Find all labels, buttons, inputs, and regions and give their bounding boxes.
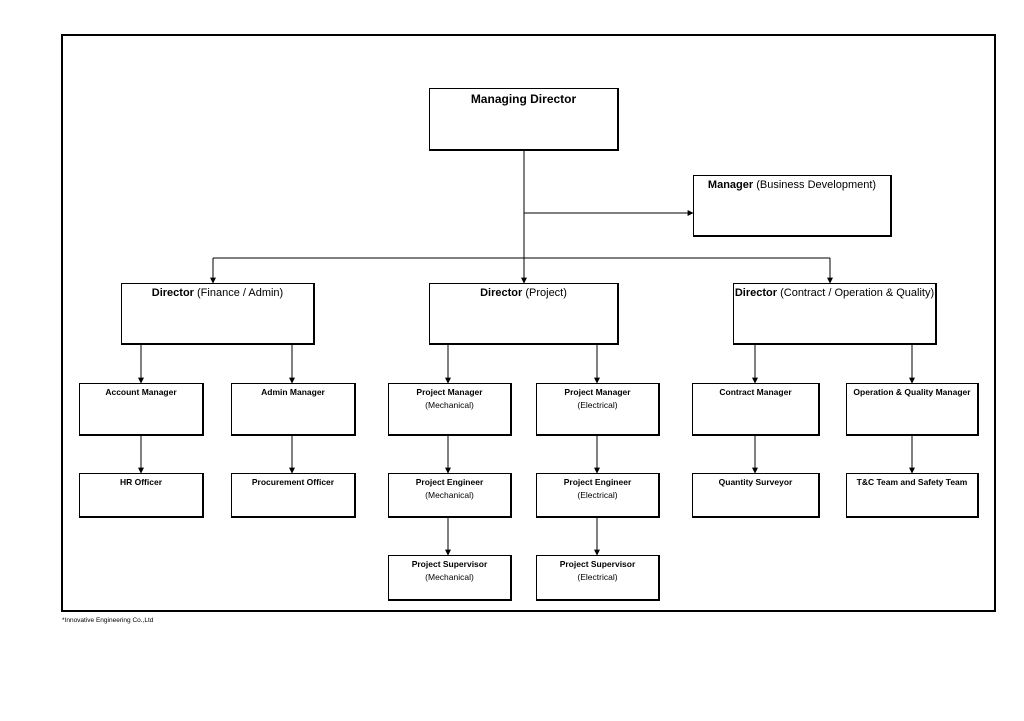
- diagram-frame: [61, 34, 996, 612]
- node-director-contract-operation-quality: Director (Contract / Operation & Quality…: [733, 283, 937, 345]
- node-title: Project Engineer: [415, 477, 484, 487]
- node-quantity-surveyor: Quantity Surveyor: [692, 473, 820, 518]
- node-procurement-officer: Procurement Officer: [231, 473, 356, 518]
- node-project-manager-mechanical: Project Manager (Mechanical): [388, 383, 512, 436]
- node-account-manager: Account Manager: [79, 383, 204, 436]
- node-title: Managing Director: [470, 92, 577, 106]
- node-project-engineer-electrical: Project Engineer (Electrical): [536, 473, 660, 518]
- node-project-manager-electrical: Project Manager (Electrical): [536, 383, 660, 436]
- node-director-project: Director (Project): [429, 283, 619, 345]
- footnote: *Innovative Engineering Co.,Ltd: [62, 617, 154, 624]
- node-title: Project Supervisor: [559, 559, 636, 569]
- node-managing-director: Managing Director: [429, 88, 619, 151]
- node-subtitle: (Contract / Operation & Quality): [780, 287, 935, 299]
- node-title: Procurement Officer: [251, 477, 335, 487]
- node-title: Project Supervisor: [411, 559, 488, 569]
- node-tc-safety-team: T&C Team and Safety Team: [846, 473, 979, 518]
- node-subtitle: (Electrical): [577, 572, 618, 582]
- node-title: Director: [480, 287, 523, 299]
- node-title: HR Officer: [119, 477, 163, 487]
- node-subtitle: (Mechanical): [425, 400, 474, 410]
- node-subtitle: (Mechanical): [425, 490, 474, 500]
- node-title: Project Manager: [564, 387, 631, 397]
- node-subtitle: (Mechanical): [425, 572, 474, 582]
- node-title: T&C Team and Safety Team: [856, 477, 968, 487]
- node-hr-officer: HR Officer: [79, 473, 204, 518]
- node-manager-business-development: Manager (Business Development): [693, 175, 892, 237]
- node-project-supervisor-mechanical: Project Supervisor (Mechanical): [388, 555, 512, 601]
- node-subtitle: (Finance / Admin): [197, 287, 284, 299]
- node-subtitle: (Project): [525, 287, 567, 299]
- node-title: Account Manager: [105, 387, 177, 397]
- node-title: Admin Manager: [261, 387, 325, 397]
- node-subtitle: (Electrical): [577, 400, 618, 410]
- node-project-engineer-mechanical: Project Engineer (Mechanical): [388, 473, 512, 518]
- node-project-supervisor-electrical: Project Supervisor (Electrical): [536, 555, 660, 601]
- node-contract-manager: Contract Manager: [692, 383, 820, 436]
- node-title: Manager: [707, 179, 754, 191]
- node-title: Director: [734, 287, 778, 299]
- node-subtitle: (Business Development): [756, 179, 877, 191]
- node-subtitle: (Electrical): [577, 490, 618, 500]
- node-title: Quantity Surveyor: [718, 477, 793, 487]
- node-title: Project Engineer: [563, 477, 632, 487]
- node-title: Project Manager: [416, 387, 483, 397]
- node-title: Contract Manager: [719, 387, 792, 397]
- node-title: Operation & Quality Manager: [853, 387, 971, 397]
- node-operation-quality-manager: Operation & Quality Manager: [846, 383, 979, 436]
- node-title: Director: [151, 287, 194, 299]
- node-director-finance-admin: Director (Finance / Admin): [121, 283, 315, 345]
- node-admin-manager: Admin Manager: [231, 383, 356, 436]
